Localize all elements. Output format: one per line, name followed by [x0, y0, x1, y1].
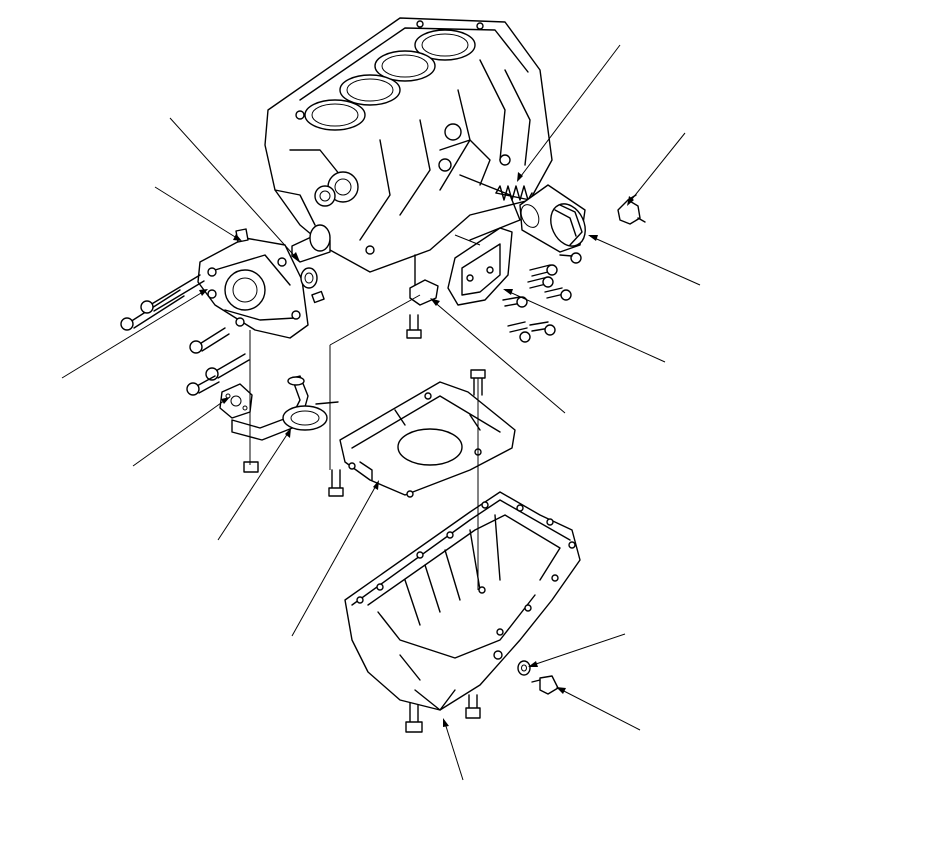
- bolt: [507, 321, 531, 343]
- leader-o-ring: [169, 117, 301, 263]
- bolt: [205, 353, 250, 381]
- arrow-o-ring: [292, 252, 300, 262]
- drain-washer: [517, 660, 531, 676]
- bolt: [527, 276, 554, 289]
- o-ring: [300, 267, 318, 289]
- bolt: [186, 375, 220, 396]
- oil-filter: [519, 184, 586, 253]
- bolt: [120, 289, 185, 331]
- bolt: [406, 314, 422, 339]
- leader-spring: [517, 44, 621, 181]
- leader-strainer: [217, 429, 291, 541]
- leader-oil-pump: [61, 289, 207, 379]
- bolts-group: [120, 252, 582, 733]
- oil-pump: [197, 228, 309, 339]
- bolt: [328, 469, 344, 497]
- dowel-pin: [311, 290, 325, 304]
- leader-baffle: [291, 481, 379, 637]
- leader-pressure-switch: [627, 132, 686, 205]
- oil-filter-feed-pipe: [409, 254, 439, 306]
- bolt: [140, 274, 205, 314]
- oil-pan: [344, 491, 581, 711]
- nut: [243, 461, 259, 473]
- leader-dowel: [154, 186, 241, 241]
- leader-gasket: [132, 397, 229, 467]
- oil-pressure-relief-spring: [495, 185, 533, 201]
- cylinder-block: [264, 17, 553, 273]
- leader-side-cover: [504, 289, 666, 363]
- baffle-plate: [339, 381, 516, 498]
- bolt: [529, 264, 558, 277]
- bolt: [529, 321, 556, 336]
- bolt: [189, 327, 230, 354]
- bolt: [470, 369, 486, 396]
- baffle-plate-side: [447, 227, 513, 306]
- bolt: [544, 287, 572, 301]
- leader-drain-bolt: [557, 687, 641, 731]
- bolt: [559, 252, 582, 264]
- drain-bolt: [531, 675, 559, 695]
- leader-oil-pan: [443, 719, 464, 781]
- bolt: [465, 694, 481, 719]
- leader-lines: [61, 44, 701, 781]
- leader-oil-filter: [589, 235, 701, 286]
- leader-washer: [529, 633, 626, 667]
- leader-feed-pipe: [431, 299, 566, 414]
- oil-strainer: [231, 375, 339, 441]
- bolt: [502, 296, 528, 308]
- oil-pressure-switch: [617, 194, 646, 225]
